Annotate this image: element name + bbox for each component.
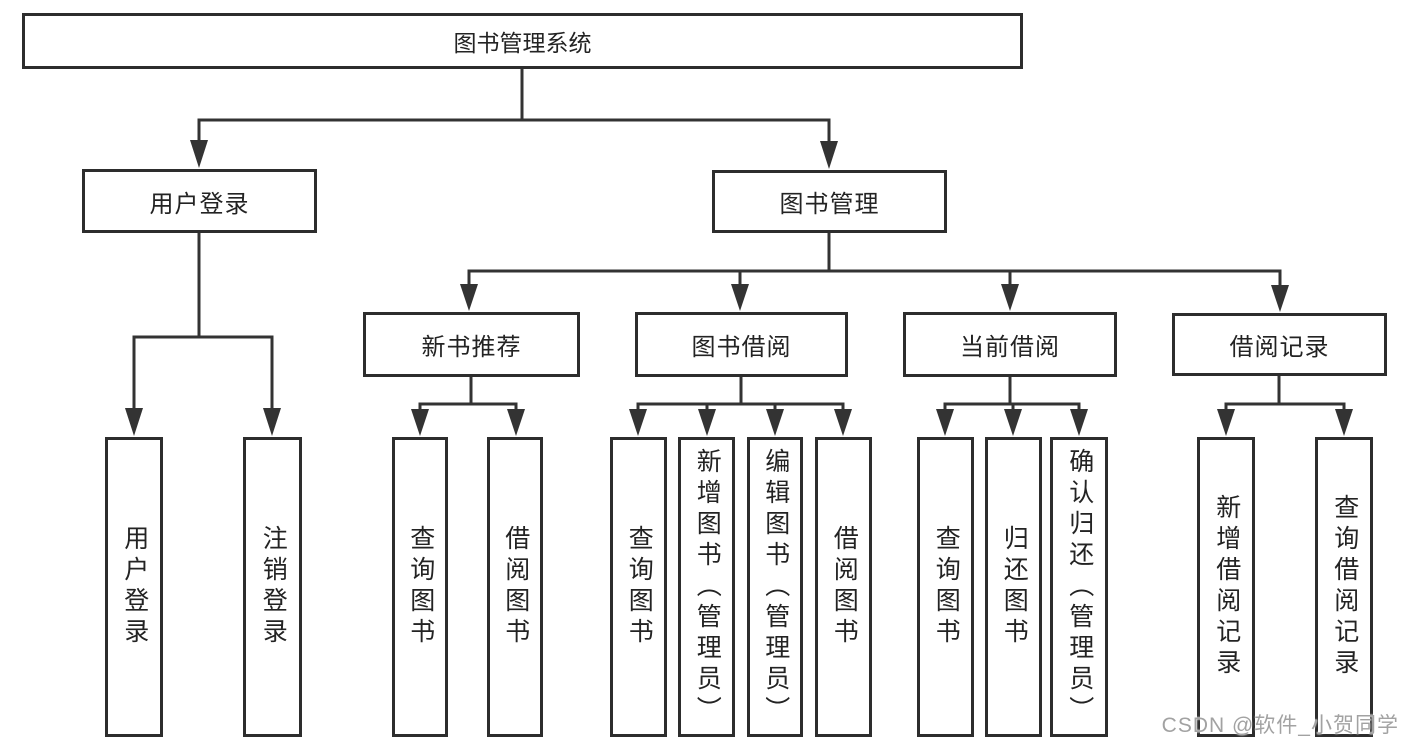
csdn-watermark: CSDN @软件_小贺同学: [1161, 714, 1399, 737]
arrowheads: [125, 140, 1353, 436]
leaf-edit-book-admin: 编辑图书（管理员）: [747, 437, 803, 737]
node-root-library-management-system: 图书管理系统: [22, 13, 1023, 69]
leaf-logout: 注销登录: [243, 437, 302, 737]
node-current-borrow: 当前借阅: [903, 312, 1117, 377]
leaf-add-borrow-record: 新增借阅记录: [1197, 437, 1255, 737]
node-book-management: 图书管理: [712, 170, 947, 233]
leaf-add-book-admin: 新增图书（管理员）: [678, 437, 735, 737]
node-new-book-recommend: 新书推荐: [363, 312, 580, 377]
node-user-login: 用户登录: [82, 169, 317, 233]
leaf-return-book: 归还图书: [985, 437, 1042, 737]
leaf-query-book-recommend: 查询图书: [392, 437, 448, 737]
leaf-user-login: 用户登录: [105, 437, 163, 737]
leaf-confirm-return-admin: 确认归还（管理员）: [1050, 437, 1108, 737]
leaf-borrow-book: 借阅图书: [815, 437, 872, 737]
leaf-query-book-current: 查询图书: [917, 437, 974, 737]
node-borrow-record: 借阅记录: [1172, 313, 1387, 376]
leaf-borrow-book-recommend: 借阅图书: [487, 437, 543, 737]
leaf-query-book-borrow: 查询图书: [610, 437, 667, 737]
node-book-borrow: 图书借阅: [635, 312, 848, 377]
leaf-query-borrow-record: 查询借阅记录: [1315, 437, 1373, 737]
